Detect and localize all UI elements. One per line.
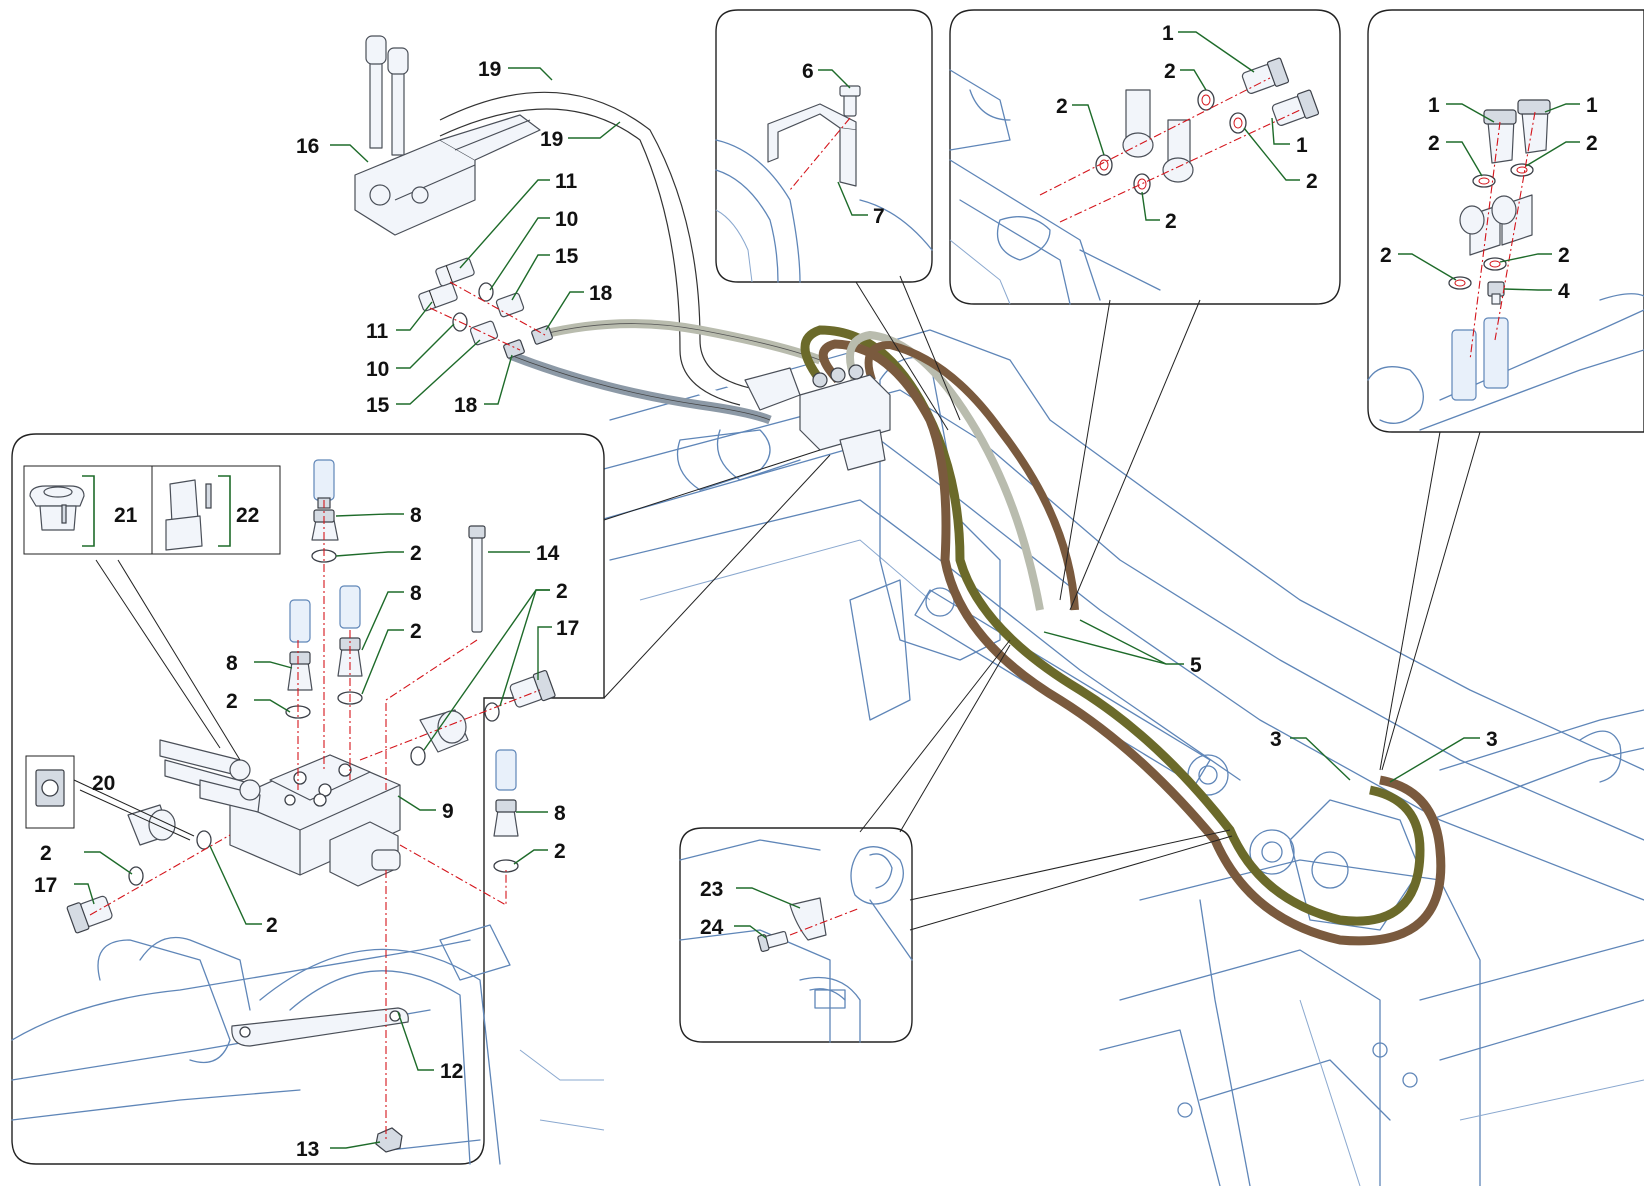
callout-18-bottom: 18 [454,394,478,417]
callout-2-c: 2 [226,690,238,713]
callout-10-bottom: 10 [366,358,389,381]
detail-panel-banjo-right [1367,9,1644,433]
callout-11-top: 11 [555,170,578,193]
callout-12: 12 [440,1060,463,1083]
callout-22: 22 [236,504,259,527]
frame-manifold [744,364,891,471]
callout-2-b: 2 [410,620,422,643]
callout-10-top: 10 [555,208,578,231]
callout-18-top: 18 [589,282,613,305]
callout-11-bottom: 11 [366,320,389,343]
callout-labels: 19 19 16 11 10 15 18 11 10 15 18 6 7 1 2… [34,22,1598,1161]
leader-lines [74,31,1580,1149]
callout-21: 21 [114,504,138,527]
callout-6: 6 [802,60,814,83]
callout-2-f: 2 [40,842,52,865]
callout-1-right-left: 1 [1428,94,1440,117]
callout-2-center-right: 2 [1306,170,1318,193]
callout-8-a: 8 [410,504,422,527]
detail-panel-clamp [679,827,913,1043]
callout-20: 20 [92,772,115,795]
callout-19-mid: 19 [540,128,563,151]
fittings-group [418,257,553,359]
callout-8-c: 8 [226,652,238,675]
callout-3-left: 3 [1270,728,1282,751]
hoses [437,86,1446,946]
callout-2-center-left: 2 [1056,95,1068,118]
callout-2-d: 2 [556,580,568,603]
callout-15-bottom: 15 [366,394,390,417]
callout-7: 7 [873,205,885,228]
callout-2-right-lower-left: 2 [1380,244,1392,267]
callout-2-a: 2 [410,542,422,565]
callout-2-right-upper-right: 2 [1586,132,1598,155]
callout-17-b: 17 [34,874,57,897]
callout-17-a: 17 [556,617,579,640]
callout-13: 13 [296,1138,319,1161]
callout-19-top: 19 [478,58,501,81]
callout-2-e: 2 [554,840,566,863]
callout-2-center-bottom: 2 [1165,210,1177,233]
panel-pointers [73,275,1481,931]
detail-panel-banjo-center [949,9,1341,305]
callout-1-center-top: 1 [1162,22,1174,45]
callout-14: 14 [536,542,560,565]
callout-8-b: 8 [410,582,422,605]
callout-2-right-lower-right: 2 [1558,244,1570,267]
detail-panel-bracket [715,9,933,283]
callout-5: 5 [1190,654,1202,677]
callout-9: 9 [442,800,454,823]
callout-1-center-right: 1 [1296,134,1308,157]
callout-2-g: 2 [266,914,278,937]
callout-2-right-upper-left: 2 [1428,132,1440,155]
detail-panel-valve [11,433,605,1165]
callout-3-right: 3 [1486,728,1498,751]
callout-2-center-top: 2 [1164,60,1176,83]
callout-1-right-right: 1 [1586,94,1598,117]
callout-23: 23 [700,878,723,901]
callout-16: 16 [296,135,319,158]
callout-8-d: 8 [554,802,566,825]
callout-15-top: 15 [555,245,579,268]
control-valve-16 [354,35,541,236]
machine-frame [599,329,1644,1186]
callout-4: 4 [1558,280,1570,303]
callout-24: 24 [700,916,724,939]
